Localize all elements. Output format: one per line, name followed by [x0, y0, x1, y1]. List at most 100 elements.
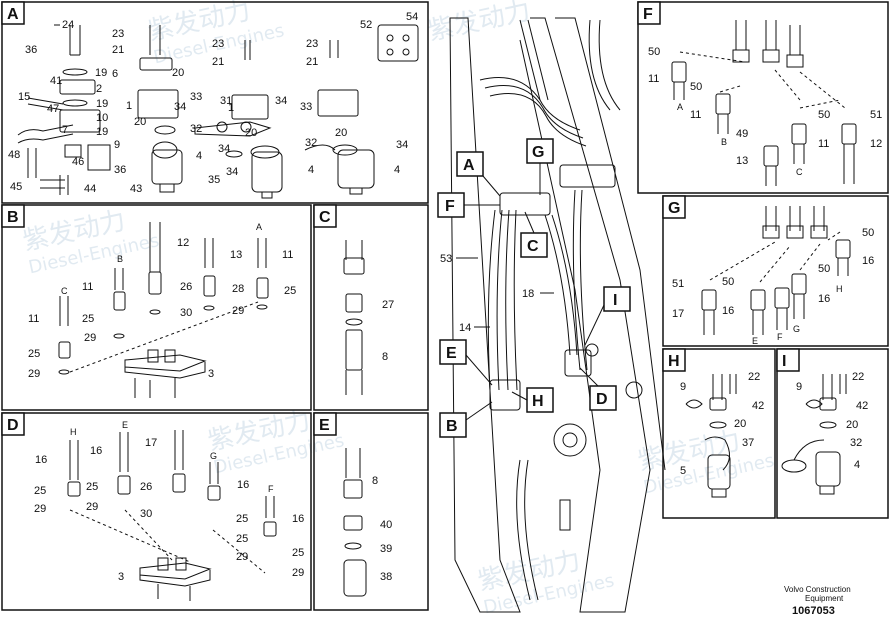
main-assembly-drawing	[449, 17, 666, 613]
svg-text:I: I	[782, 353, 786, 370]
svg-text:12: 12	[870, 138, 882, 150]
svg-text:45: 45	[10, 181, 22, 193]
panel-e-labels: 8 40 39 38	[372, 475, 392, 583]
svg-text:34: 34	[174, 101, 186, 113]
panel-a-tab: A	[1, 1, 25, 25]
svg-text:F: F	[268, 484, 274, 494]
svg-text:13: 13	[230, 249, 242, 261]
svg-text:29: 29	[236, 551, 248, 563]
svg-text:21: 21	[212, 56, 224, 68]
footer: Volvo Construction Equipment 1067053	[784, 585, 851, 617]
svg-text:33: 33	[190, 91, 202, 103]
svg-text:7: 7	[62, 124, 68, 136]
svg-text:34: 34	[396, 139, 408, 151]
svg-text:12: 12	[177, 237, 189, 249]
panel-g-drawing	[701, 206, 851, 335]
callout-c: C	[520, 211, 548, 258]
svg-text:A: A	[256, 222, 262, 232]
svg-text:A: A	[463, 157, 475, 174]
svg-text:20: 20	[134, 116, 146, 128]
svg-text:16: 16	[862, 255, 874, 267]
panel-i-labels: 9 22 42 20 32 4	[796, 371, 868, 471]
svg-text:11: 11	[690, 109, 701, 121]
svg-text:32: 32	[190, 123, 202, 135]
svg-text:29: 29	[28, 368, 40, 380]
panel-tabs: A B C D E F G H I	[1, 1, 800, 436]
svg-text:E: E	[446, 345, 457, 362]
svg-text:6: 6	[112, 68, 118, 80]
svg-text:20: 20	[245, 127, 257, 139]
panel-e-tab: E	[313, 412, 337, 436]
panel-f-labels: 50 11 50 11 50 51 49 13 11 12 A B C	[648, 46, 882, 177]
svg-text:50: 50	[690, 81, 702, 93]
svg-text:B: B	[7, 209, 19, 226]
panel-g-frame	[662, 195, 889, 347]
panel-e-drawing	[343, 448, 367, 597]
svg-text:20: 20	[335, 127, 347, 139]
svg-text:2: 2	[96, 83, 102, 95]
footer-caption-line2: Equipment	[805, 594, 844, 603]
svg-text:25: 25	[34, 485, 46, 497]
panel-f-drawing	[671, 20, 857, 186]
svg-text:42: 42	[856, 400, 868, 412]
svg-text:36: 36	[25, 44, 37, 56]
svg-text:25: 25	[284, 285, 296, 297]
panel-g-tab: G	[662, 195, 686, 219]
svg-text:11: 11	[282, 249, 293, 261]
svg-text:19: 19	[96, 126, 108, 138]
svg-text:9: 9	[114, 139, 120, 151]
svg-text:29: 29	[292, 567, 304, 579]
svg-text:9: 9	[796, 381, 802, 393]
svg-text:29: 29	[232, 305, 244, 317]
svg-text:27: 27	[382, 299, 394, 311]
svg-text:46: 46	[72, 156, 84, 168]
panel-f-tab: F	[637, 1, 661, 25]
svg-text:H: H	[70, 427, 77, 437]
svg-text:E: E	[319, 417, 330, 434]
svg-text:4: 4	[308, 164, 314, 176]
svg-text:22: 22	[748, 371, 760, 383]
svg-text:C: C	[527, 238, 539, 255]
svg-text:F: F	[777, 332, 783, 342]
svg-text:G: G	[668, 200, 680, 217]
svg-text:10: 10	[96, 112, 108, 124]
watermark-cn: 紫发动力	[425, 0, 533, 47]
svg-text:16: 16	[237, 479, 249, 491]
svg-text:50: 50	[862, 227, 874, 239]
svg-text:49: 49	[736, 128, 748, 140]
svg-text:51: 51	[870, 109, 882, 121]
callout-g: G	[526, 138, 554, 195]
panel-e-frame	[313, 412, 429, 611]
svg-text:38: 38	[380, 571, 392, 583]
svg-text:50: 50	[722, 276, 734, 288]
callout-i: I	[584, 286, 631, 346]
svg-text:18: 18	[522, 288, 534, 300]
panel-h-frame	[662, 348, 776, 519]
svg-text:20: 20	[172, 67, 184, 79]
svg-text:34: 34	[275, 95, 287, 107]
panel-d-frame	[1, 412, 312, 611]
panel-g-labels: 50 16 51 50 50 17 16 16 H E F G	[672, 227, 874, 346]
panel-b-labels: 12 13 11 11 26 28 25 25 30 29 29 11 25 2…	[28, 222, 296, 380]
svg-text:25: 25	[86, 481, 98, 493]
svg-text:5: 5	[680, 465, 686, 477]
svg-text:51: 51	[672, 278, 684, 290]
panel-b-tab: B	[1, 204, 25, 228]
svg-text:54: 54	[406, 11, 418, 23]
svg-text:29: 29	[84, 332, 96, 344]
svg-text:50: 50	[818, 263, 830, 275]
svg-text:28: 28	[232, 283, 244, 295]
svg-text:4: 4	[854, 459, 860, 471]
svg-text:11: 11	[818, 138, 829, 150]
svg-text:A: A	[677, 102, 683, 112]
svg-text:G: G	[532, 144, 544, 161]
panel-a-labels: 24 36 23 21 52 54 41 19 6 20 23 21 23 21…	[8, 11, 418, 195]
svg-text:50: 50	[648, 46, 660, 58]
svg-text:47: 47	[47, 103, 59, 115]
main-part-labels: 53 18 14	[440, 253, 554, 334]
svg-text:33: 33	[300, 101, 312, 113]
callout-h: H	[511, 387, 554, 413]
svg-text:22: 22	[852, 371, 864, 383]
svg-text:20: 20	[734, 418, 746, 430]
svg-text:43: 43	[130, 183, 142, 195]
